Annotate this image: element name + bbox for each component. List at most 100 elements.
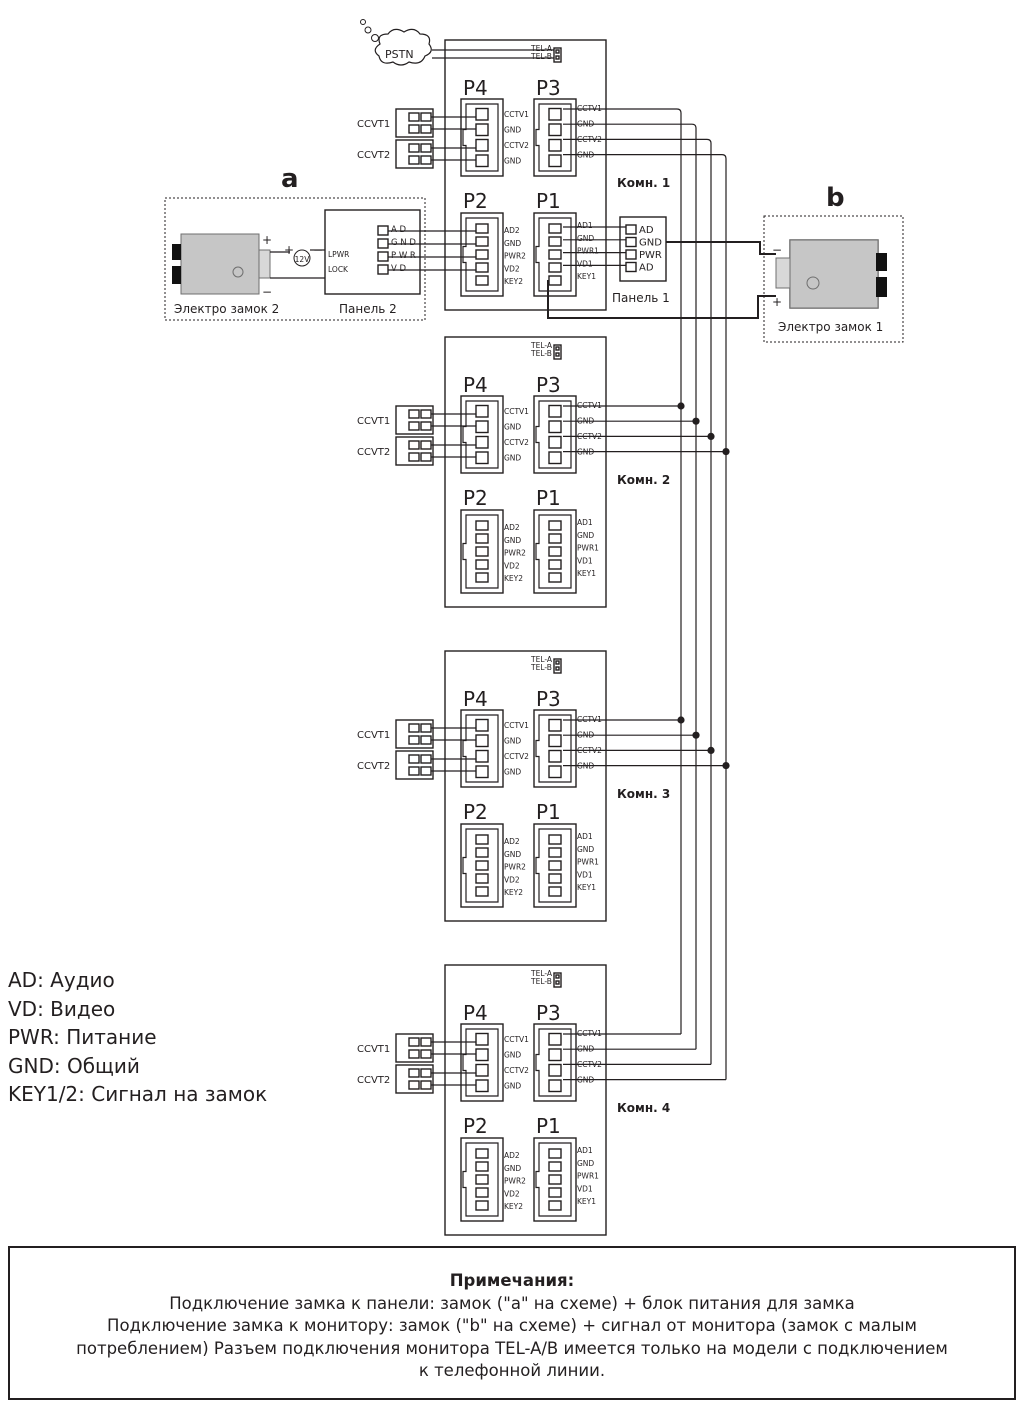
notes-box: Примечания: Подключение замка к панели: … xyxy=(8,1246,1016,1400)
p1-pin-label: GND xyxy=(577,845,594,854)
tel-jack xyxy=(553,47,562,63)
pstn-label: PSTN xyxy=(385,48,414,61)
ccvt2-label: CCVT2 xyxy=(357,150,390,161)
tel-b-label: TEL-B xyxy=(530,977,552,986)
pin-square xyxy=(548,1079,562,1093)
pin-square xyxy=(475,546,489,557)
pin-square xyxy=(548,1187,562,1198)
pin-square xyxy=(475,765,489,779)
pin-square xyxy=(475,1174,489,1185)
p2-pin-label: PWR2 xyxy=(504,252,526,261)
lock-2-keyhole xyxy=(232,266,244,278)
ccvt1-label: CCVT1 xyxy=(357,1044,390,1055)
terminal-pin xyxy=(420,1068,432,1078)
pin-square xyxy=(475,749,489,763)
pin-square xyxy=(548,734,562,748)
lock-1-plate xyxy=(876,277,887,297)
pin-square xyxy=(548,572,562,583)
bus-wire xyxy=(563,108,682,1034)
p2-pin-label: PWR2 xyxy=(504,863,526,872)
panel-2-label: Панель 2 xyxy=(339,302,397,316)
terminal-pin xyxy=(420,735,432,745)
bus-wire xyxy=(563,138,712,1065)
pin-square xyxy=(475,435,489,449)
lock-2-label: Электро замок 2 xyxy=(174,302,279,316)
tel-pin xyxy=(555,352,560,357)
p2-pin-label: KEY2 xyxy=(504,277,523,286)
pin-square xyxy=(475,886,489,897)
terminal-pin xyxy=(408,155,420,165)
panel-pin xyxy=(377,251,389,262)
panel-2-box xyxy=(324,209,421,295)
lock-1-label: Электро замок 1 xyxy=(778,320,883,334)
panel-1-pin-label: AD xyxy=(639,225,654,236)
pin-square xyxy=(548,236,562,247)
p1-pin-label: KEY1 xyxy=(577,569,596,578)
bus-junction-dot xyxy=(707,432,715,440)
tel-pin xyxy=(555,660,560,665)
pin-square xyxy=(475,873,489,884)
lock-2-plate xyxy=(172,266,181,284)
pin-square xyxy=(475,734,489,748)
legend-ad: AD: Аудио xyxy=(8,968,115,992)
bus-junction-dot xyxy=(692,417,700,425)
pin-square xyxy=(548,834,562,845)
p3-label: P3 xyxy=(536,687,561,711)
pin-square xyxy=(548,1174,562,1185)
p4-pin-label: GND xyxy=(504,768,521,777)
pin-square xyxy=(475,451,489,465)
p4-label: P4 xyxy=(463,373,488,397)
pin-square xyxy=(548,420,562,434)
p2-pin-label: VD2 xyxy=(504,561,520,570)
terminal-pin xyxy=(408,1068,420,1078)
legend-gnd: GND: Общий xyxy=(8,1053,140,1078)
tel-b-label: TEL-B xyxy=(530,52,552,61)
terminal-pin xyxy=(408,440,420,450)
panel-2-pin-label: A D xyxy=(391,225,407,235)
pin-square xyxy=(548,1063,562,1077)
terminal-pin xyxy=(408,1037,420,1047)
p2-pin-label: AD2 xyxy=(504,837,520,846)
p2-connector-shell xyxy=(462,828,499,903)
pin-square xyxy=(475,533,489,544)
ccvt1-label: CCVT1 xyxy=(357,416,390,427)
power-supply-icon xyxy=(293,249,311,267)
ccvt2-label: CCVT2 xyxy=(357,1075,390,1086)
bus-junction-dot xyxy=(677,402,685,410)
terminal-pin xyxy=(408,1049,420,1059)
terminal-pin xyxy=(408,143,420,153)
terminal-pin xyxy=(420,766,432,776)
tel-jack xyxy=(553,972,562,988)
p3-connector-shell xyxy=(535,103,572,172)
p1-pin-label: GND xyxy=(577,1159,594,1168)
pin-square xyxy=(548,249,562,260)
panel-2-pin-label: P W R xyxy=(391,251,416,261)
plus-sign: + xyxy=(284,243,294,257)
pin-square xyxy=(475,834,489,845)
p2-pin-label: KEY2 xyxy=(504,1202,523,1211)
terminal-pin xyxy=(420,452,432,462)
pin-square xyxy=(548,262,562,273)
terminal-pin xyxy=(420,1080,432,1090)
pin-square xyxy=(548,749,562,763)
p2-pin-label: AD2 xyxy=(504,226,520,235)
pin-square xyxy=(548,533,562,544)
p4-pin-label: GND xyxy=(504,737,521,746)
pin-square xyxy=(548,123,562,137)
p4-pin-label: GND xyxy=(504,423,521,432)
room-label: Комн. 4 xyxy=(617,1101,670,1115)
p1-pin-label: GND xyxy=(577,531,594,540)
p4-pin-label: GND xyxy=(504,454,521,463)
terminal-pin xyxy=(420,143,432,153)
pin-square xyxy=(475,223,489,234)
p4-pin-label: CCTV2 xyxy=(504,141,529,150)
p2-pin-label: VD2 xyxy=(504,1189,520,1198)
p3-label: P3 xyxy=(536,1001,561,1025)
panel-1-pin-label: PWR xyxy=(639,250,662,261)
p1-pin-label: VD1 xyxy=(577,259,593,268)
terminal-pin xyxy=(420,1049,432,1059)
notes-line: Подключение замка к монитору: замок ("b"… xyxy=(107,1316,917,1335)
pin-square xyxy=(548,847,562,858)
